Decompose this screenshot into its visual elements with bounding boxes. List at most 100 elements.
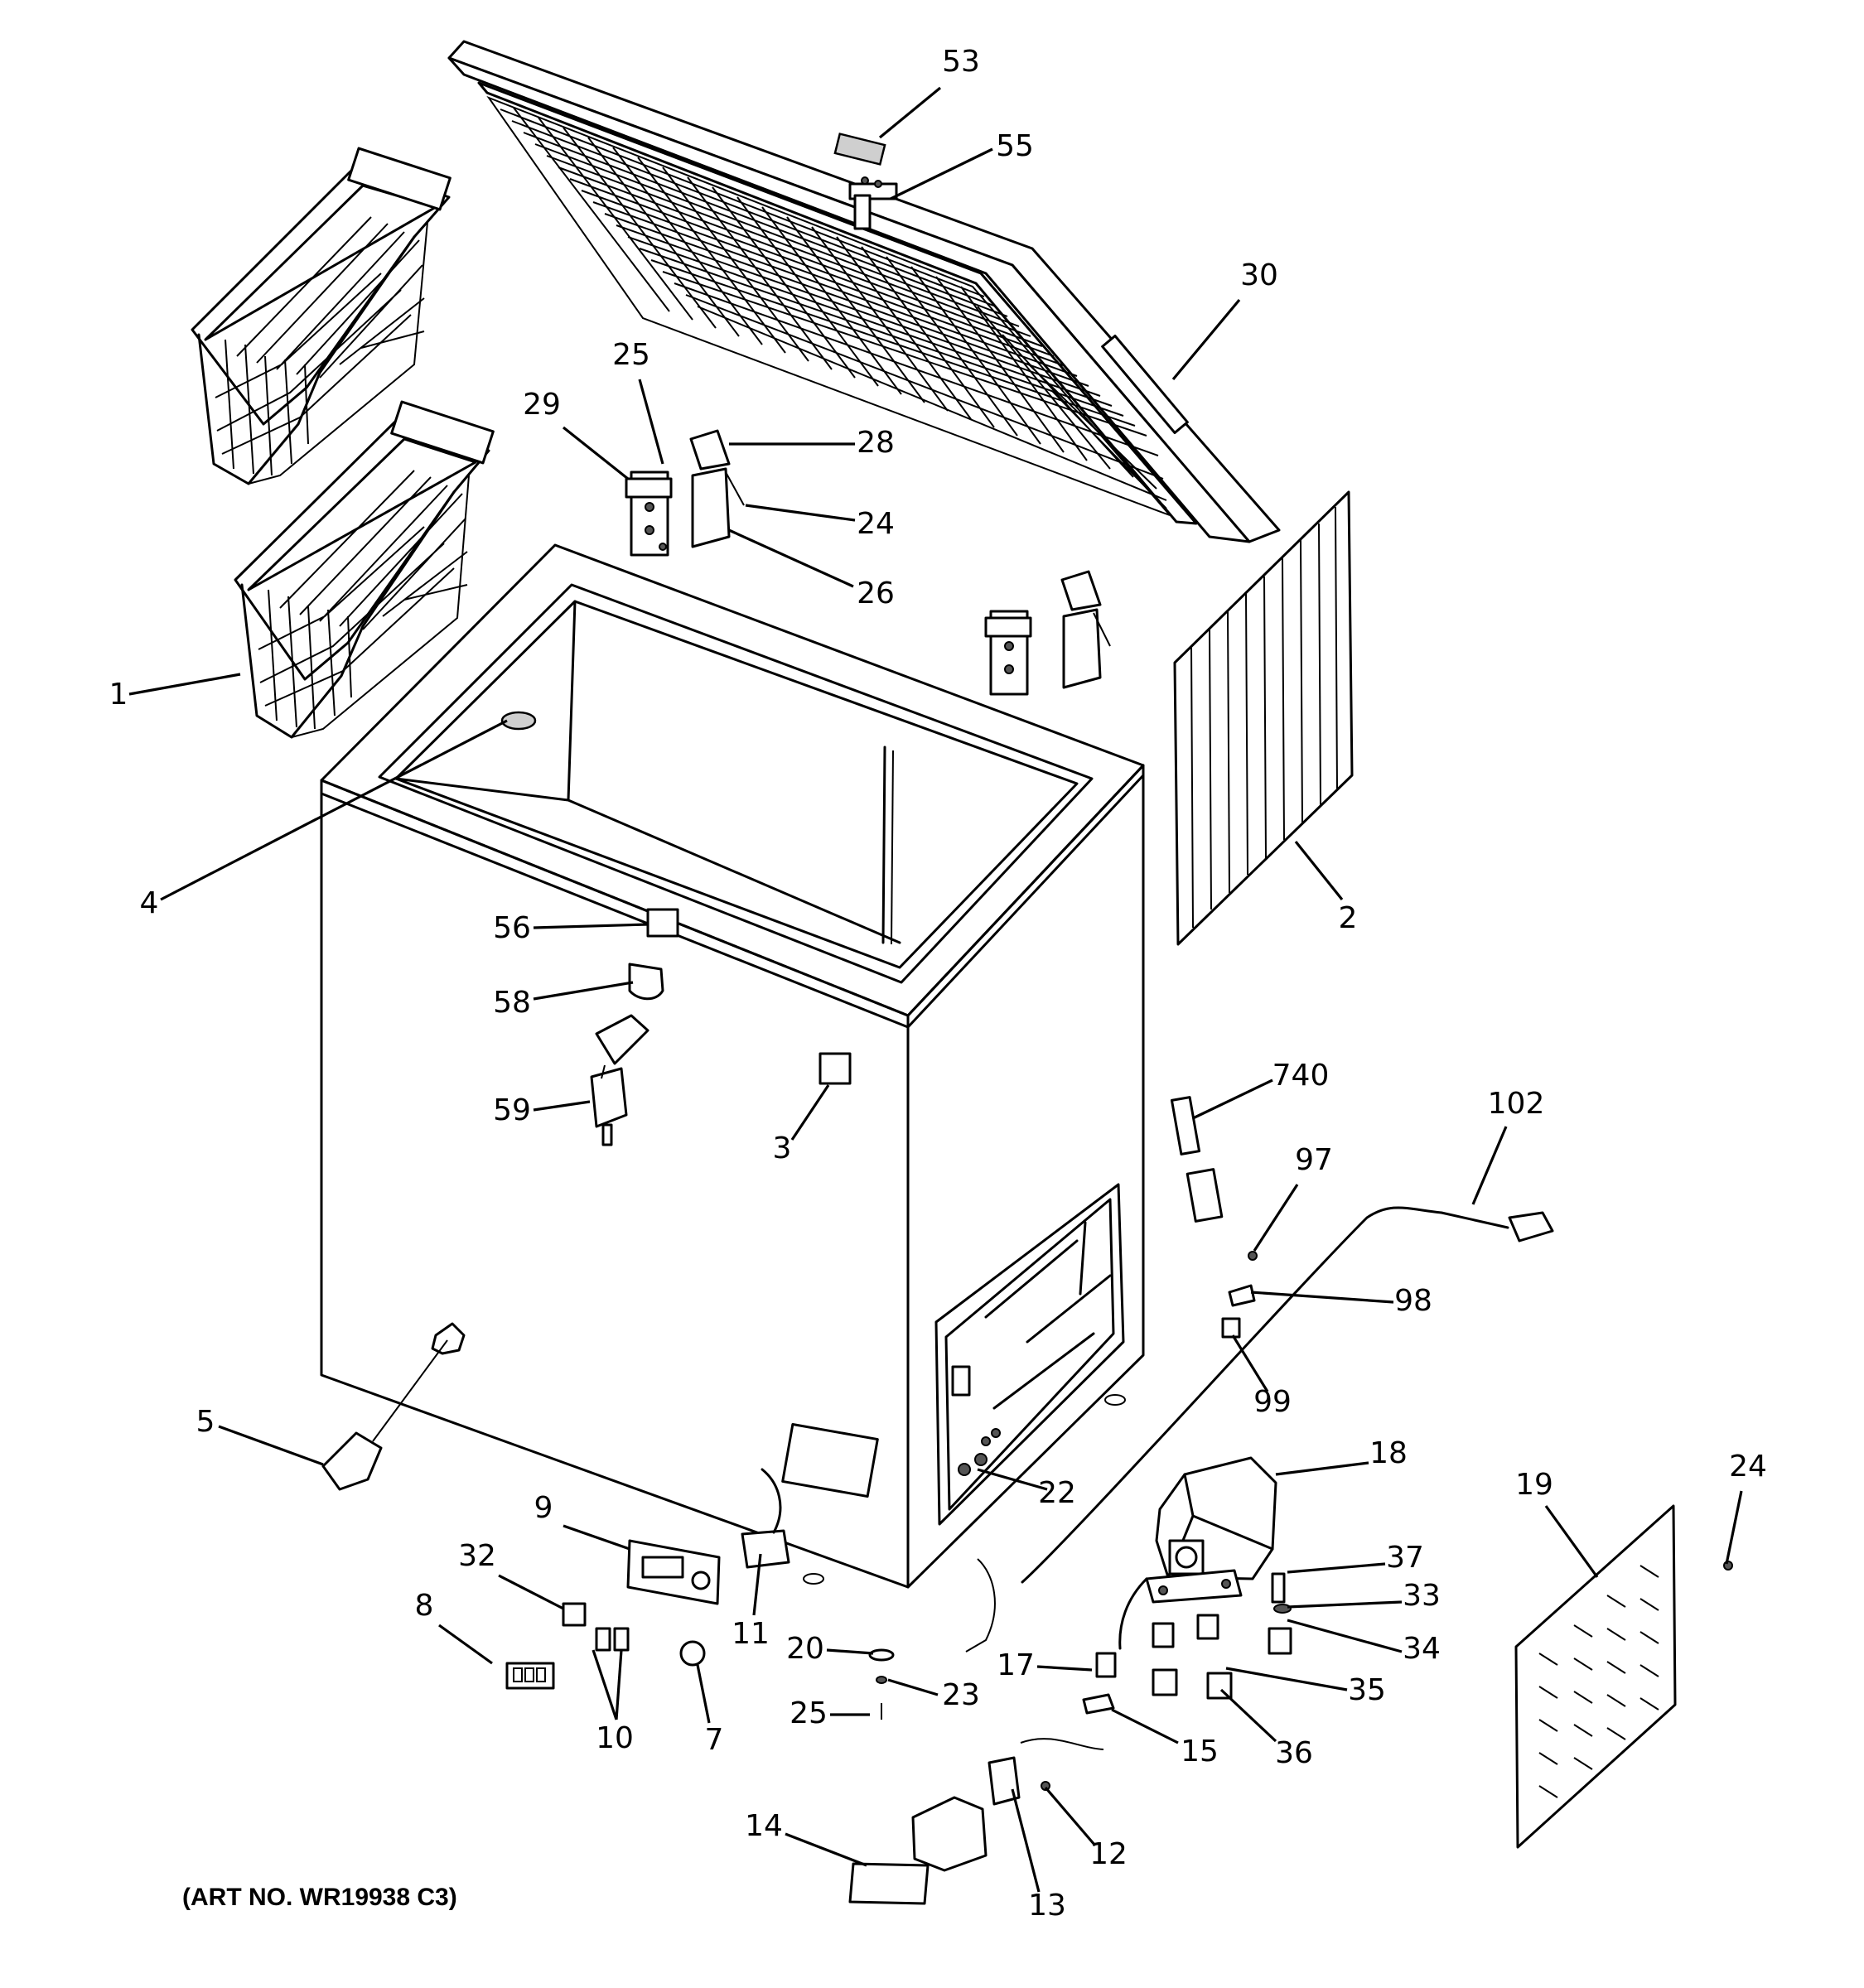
lid-handle-part-53	[833, 133, 886, 166]
callout-leader-c53	[878, 86, 942, 139]
lock-part-59	[590, 1014, 650, 1146]
callout-leader-c13	[1011, 1788, 1041, 1893]
callout-leader-c36	[1219, 1688, 1277, 1743]
badge-part-3	[819, 1052, 852, 1085]
compressor-part-18	[1118, 1456, 1292, 1700]
callout-number-c24a: 24	[857, 507, 895, 541]
callout-number-c36: 36	[1275, 1736, 1313, 1770]
callout-number-c3: 3	[773, 1132, 792, 1165]
clip-part-98	[1228, 1284, 1256, 1307]
switch-part-32	[562, 1602, 587, 1627]
callout-leader-c99	[1231, 1334, 1269, 1392]
callout-leader-c98	[1250, 1291, 1394, 1304]
wire-basket-upper	[191, 147, 452, 485]
callout-number-c23: 23	[942, 1678, 980, 1712]
callout-number-c13: 13	[1028, 1889, 1066, 1923]
screw-part-24	[1723, 1561, 1733, 1571]
callout-leader-c10	[592, 1649, 618, 1720]
callout-leader-c19	[1544, 1505, 1599, 1578]
lid-assembly	[447, 40, 1281, 543]
leveling-leg-parts	[868, 1648, 895, 1720]
callout-number-c25b: 25	[790, 1696, 828, 1730]
callout-leader-c25a	[638, 379, 664, 465]
callout-number-c37: 37	[1386, 1541, 1424, 1575]
callout-number-c15: 15	[1181, 1735, 1219, 1768]
callout-leader-c102	[1471, 1126, 1508, 1205]
callout-number-c32: 32	[458, 1539, 496, 1573]
mounting-grommets	[1152, 1572, 1292, 1700]
wire-basket-lower	[234, 400, 495, 739]
callout-number-c59: 59	[493, 1093, 531, 1127]
callout-leader-c55	[890, 147, 993, 200]
relay-cover-part-14	[848, 1796, 988, 1905]
callout-number-c30: 30	[1240, 258, 1278, 292]
callout-leader-c32	[498, 1574, 564, 1610]
callout-number-c55: 55	[996, 129, 1034, 163]
callout-number-c10: 10	[596, 1721, 634, 1755]
callout-leader-c30	[1171, 298, 1241, 381]
callout-leader-c20	[826, 1648, 874, 1655]
callout-number-c19: 19	[1515, 1468, 1553, 1502]
callout-leader-c2	[1294, 841, 1344, 900]
harness-part-15	[1020, 1693, 1115, 1750]
callout-leader-c17	[1036, 1665, 1093, 1672]
callout-number-c14: 14	[745, 1809, 783, 1843]
callout-leader-c7	[696, 1664, 711, 1724]
lamp-part-10a	[595, 1627, 611, 1652]
callout-number-c58: 58	[493, 986, 531, 1020]
callout-leader-c12	[1044, 1786, 1097, 1847]
callout-leader-c15	[1111, 1708, 1179, 1744]
callout-number-c18: 18	[1369, 1436, 1408, 1470]
callout-leader-c29	[563, 426, 629, 480]
callout-leader-c26	[728, 528, 854, 588]
callout-number-c17: 17	[997, 1648, 1035, 1682]
callout-number-c5: 5	[196, 1405, 215, 1439]
callout-number-c7: 7	[705, 1723, 724, 1757]
callout-number-c53: 53	[942, 45, 980, 79]
callout-leader-c23	[887, 1678, 939, 1696]
callout-number-c20: 20	[786, 1632, 824, 1666]
callout-number-c34: 34	[1403, 1632, 1441, 1666]
callout-number-c4: 4	[140, 886, 159, 920]
overload-part-17	[1095, 1652, 1117, 1678]
callout-leader-c18	[1275, 1461, 1369, 1476]
callout-leader-c3	[790, 1084, 830, 1141]
callout-number-c28: 28	[857, 426, 895, 460]
callout-number-c97: 97	[1295, 1143, 1333, 1177]
callout-leader-c4	[160, 719, 508, 901]
lock-plate-part-58	[628, 963, 664, 1001]
callout-number-c24b: 24	[1729, 1450, 1767, 1484]
callout-leader-c56	[533, 923, 649, 929]
callout-number-c12: 12	[1089, 1837, 1128, 1871]
callout-number-c26: 26	[857, 577, 895, 610]
freezer-cabinet	[320, 543, 1145, 1589]
knob-part-7	[679, 1640, 706, 1667]
lid-liner-grid	[486, 95, 1171, 516]
drain-hose-part-5	[321, 1322, 466, 1491]
callout-number-c99: 99	[1253, 1385, 1292, 1419]
callout-leader-c14	[785, 1832, 867, 1867]
grommet-part-99	[1221, 1317, 1241, 1339]
callout-leader-c9	[563, 1524, 630, 1551]
thermostat-part-11	[741, 1468, 790, 1569]
callout-number-c102: 102	[1488, 1087, 1545, 1121]
callout-leader-c35	[1225, 1667, 1348, 1691]
hinge-assembly-right	[984, 570, 1111, 696]
callout-number-c740: 740	[1272, 1059, 1330, 1093]
callout-leader-c8	[438, 1624, 493, 1665]
callout-leader-c740	[1192, 1078, 1273, 1120]
callout-leader-c97	[1253, 1184, 1299, 1252]
callout-number-c1: 1	[109, 678, 128, 712]
control-panel-part-9	[626, 1539, 721, 1605]
callout-leader-c1	[128, 673, 241, 696]
callout-leader-c58	[533, 981, 634, 1001]
callout-number-c9: 9	[534, 1491, 553, 1525]
callout-number-c35: 35	[1348, 1673, 1386, 1707]
callout-number-c25a: 25	[612, 338, 650, 372]
callout-leader-c34	[1287, 1619, 1403, 1653]
callout-leader-c10b	[615, 1649, 623, 1720]
filter-drier-part-740	[1170, 1096, 1224, 1223]
hinge-assembly-left	[625, 429, 745, 557]
callout-leader-c5	[218, 1425, 324, 1466]
